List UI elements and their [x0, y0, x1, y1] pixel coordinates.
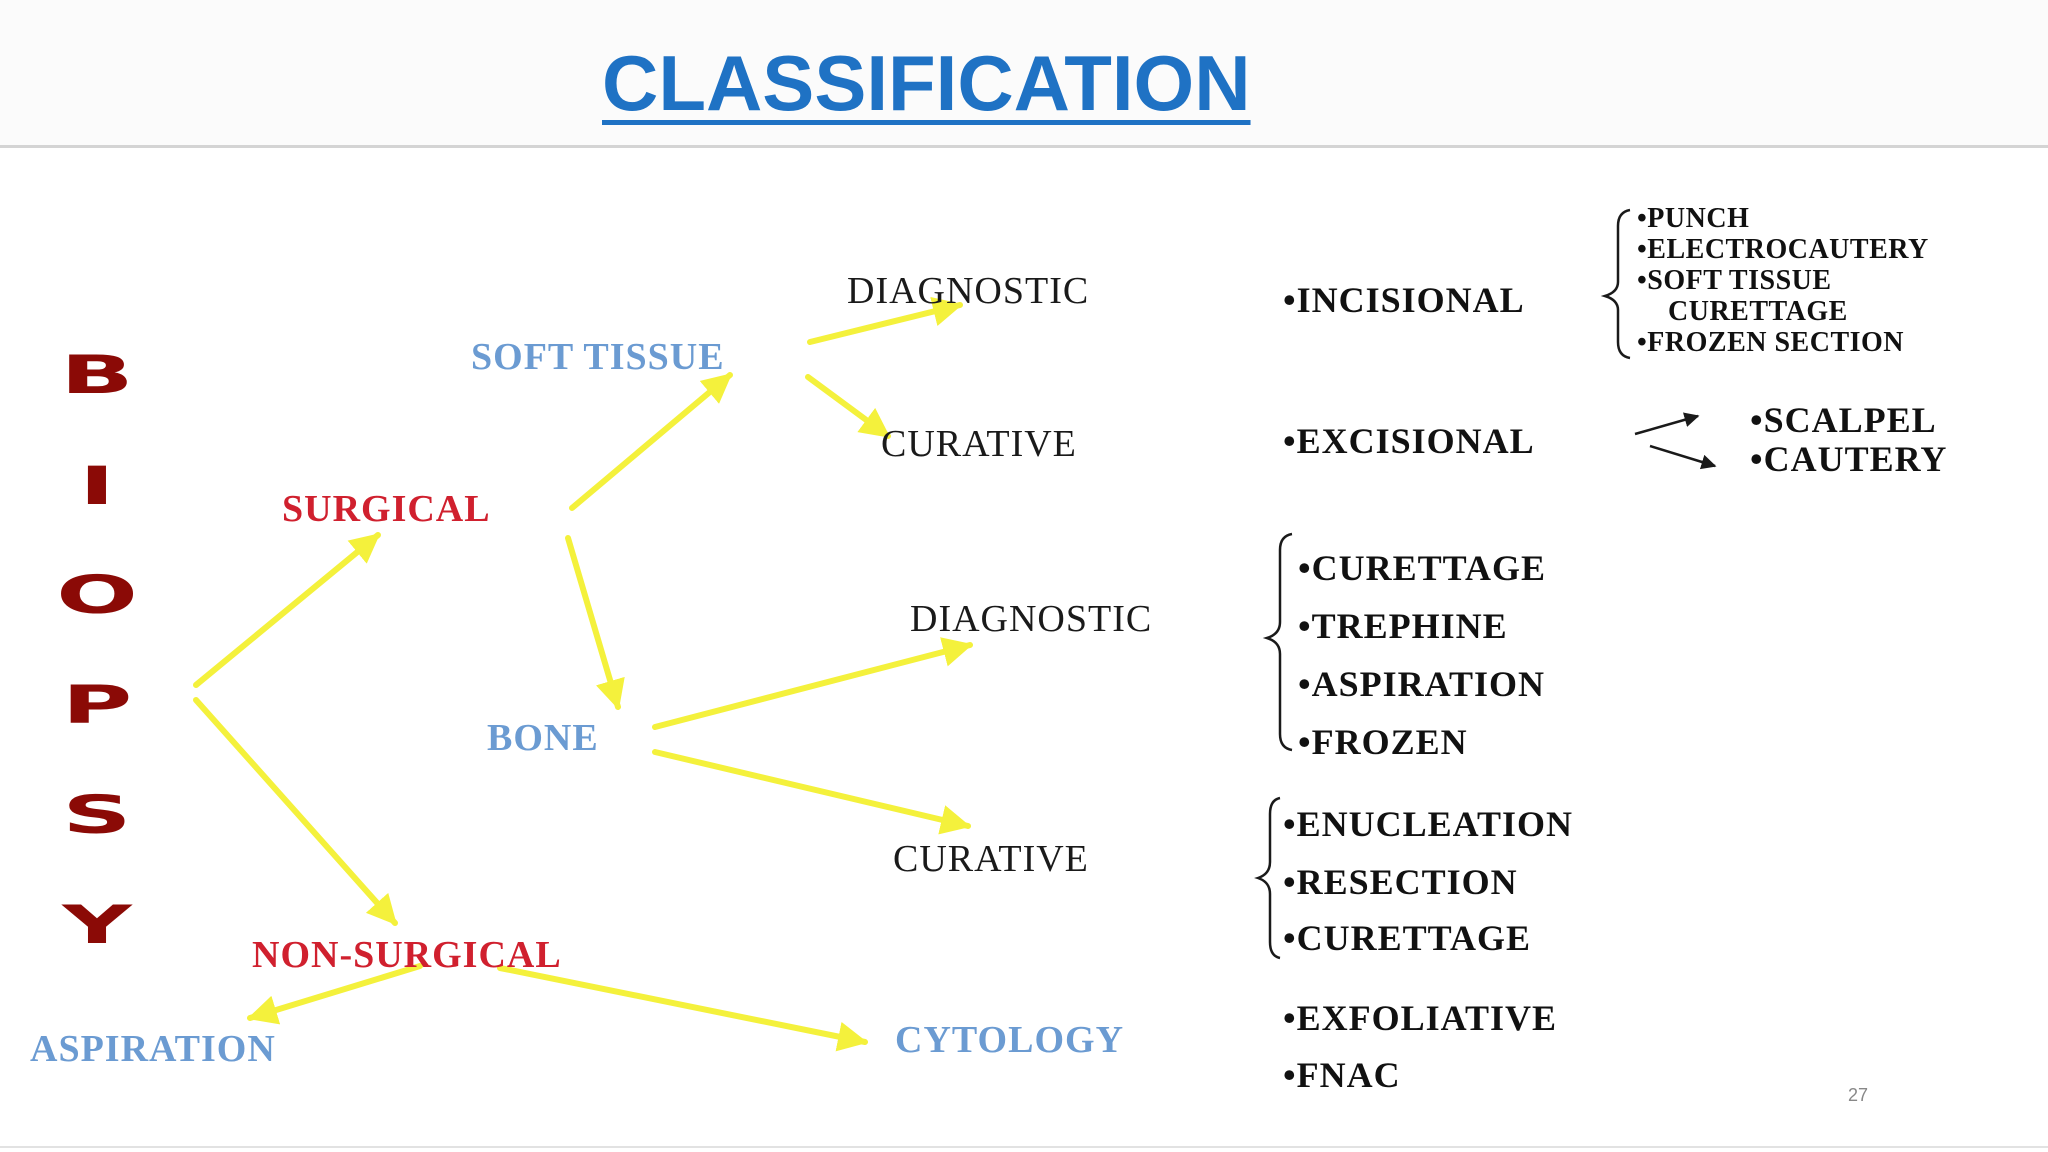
arrow-biopsy-surgical [193, 532, 381, 688]
biopsy-letter-y: Y [62, 894, 132, 956]
bottom-divider [0, 1146, 2048, 1148]
arrow-softtissue-diagnostic [807, 296, 963, 345]
incisional-item: •SOFT TISSUE [1637, 265, 1832, 296]
node-cytology: CYTOLOGY [895, 1019, 1125, 1061]
cytology-item: •FNAC [1283, 1055, 1401, 1095]
slide-title: CLASSIFICATION [602, 39, 1251, 127]
bone-diagnostic-item: •CURETTAGE [1298, 548, 1546, 588]
node-aspiration: ASPIRATION [30, 1028, 276, 1070]
arrow-bone-curative [652, 749, 971, 835]
bone-curative-item: •CURETTAGE [1283, 918, 1531, 958]
arrow-nonsurgical-aspiration [247, 963, 423, 1025]
arrow-surgical-bone [565, 535, 625, 710]
arrow-surgical-softtissue [569, 372, 733, 511]
incisional-item: CURETTAGE [1668, 296, 1848, 327]
incisional-item: •PUNCH [1637, 203, 1750, 234]
node-soft-curative: CURATIVE [881, 423, 1077, 465]
node-non-surgical: NON-SURGICAL [252, 934, 562, 976]
cytology-item: •EXFOLIATIVE [1283, 998, 1557, 1038]
node-surgical: SURGICAL [282, 488, 491, 530]
node-soft-tissue: SOFT TISSUE [471, 336, 725, 378]
arrow-biopsy-nonsurgical [193, 697, 398, 926]
node-incisional: •INCISIONAL [1283, 280, 1525, 320]
title-band [0, 0, 2048, 145]
bone-diagnostic-item: •FROZEN [1298, 722, 1468, 762]
bone-diagnostic-item: •ASPIRATION [1298, 664, 1545, 704]
node-excisional: •EXCISIONAL [1283, 421, 1535, 461]
incisional-item: •FROZEN SECTION [1637, 327, 1905, 358]
arrow-excisional-scalpel [1634, 412, 1700, 436]
node-bone-curative: CURATIVE [893, 838, 1089, 880]
biopsy-letter-o: O [56, 564, 138, 626]
biopsy-letter-b: B [60, 344, 134, 406]
bone-diagnostic-item: •TREPHINE [1298, 606, 1508, 646]
excisional-item: •SCALPEL [1750, 400, 1937, 440]
arrow-nonsurgical-cytology [497, 965, 868, 1052]
node-bone: BONE [487, 717, 599, 759]
biopsy-letter-p: P [61, 674, 133, 736]
node-bone-diagnostic: DIAGNOSTIC [910, 598, 1153, 640]
node-soft-diagnostic: DIAGNOSTIC [847, 270, 1090, 312]
incisional-item: •ELECTROCAUTERY [1637, 234, 1929, 265]
biopsy-letter-s: S [62, 784, 132, 846]
bone-curative-item: •ENUCLEATION [1283, 804, 1573, 844]
brace-bone-diagnostic [1262, 532, 1293, 752]
brace-incisional [1600, 208, 1631, 360]
arrow-excisional-cautery [1649, 444, 1717, 470]
biopsy-letter-i: I [79, 455, 115, 517]
arrow-bone-diagnostic [652, 637, 973, 730]
arrow-softtissue-curative [805, 374, 891, 439]
brace-bone-curative [1254, 796, 1281, 960]
bone-curative-item: •RESECTION [1283, 862, 1518, 902]
title-divider [0, 145, 2048, 148]
page-number: 27 [1848, 1085, 1869, 1105]
excisional-item: •CAUTERY [1750, 439, 1948, 479]
